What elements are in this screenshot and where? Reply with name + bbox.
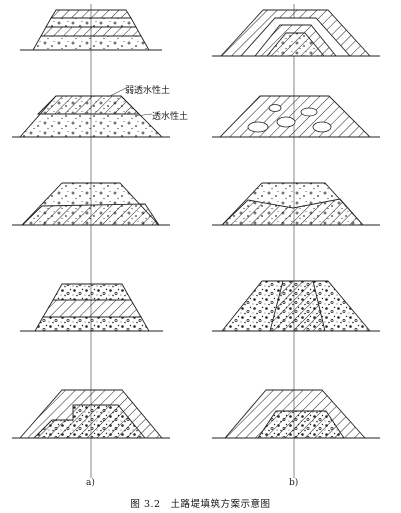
scheme-a5 [12,389,170,439]
label-column-a: a) [86,478,95,488]
scheme-a2 [12,87,170,138]
scheme-b1 [212,9,380,57]
scheme-b3 [212,182,380,226]
figure-caption: 图 3.2 土路堤填筑方案示意图 [130,499,271,510]
scheme-b2 [212,95,380,138]
scheme-a4 [20,283,163,332]
label-weak-permeable-soil: 弱透水性土 [125,86,171,96]
scheme-b4 [212,280,380,332]
label-permeable-soil: 透水性土 [152,112,189,122]
scheme-a1 [20,9,162,51]
scheme-a3 [12,182,170,226]
scheme-b5 [212,389,380,439]
label-column-b: b) [289,478,299,488]
